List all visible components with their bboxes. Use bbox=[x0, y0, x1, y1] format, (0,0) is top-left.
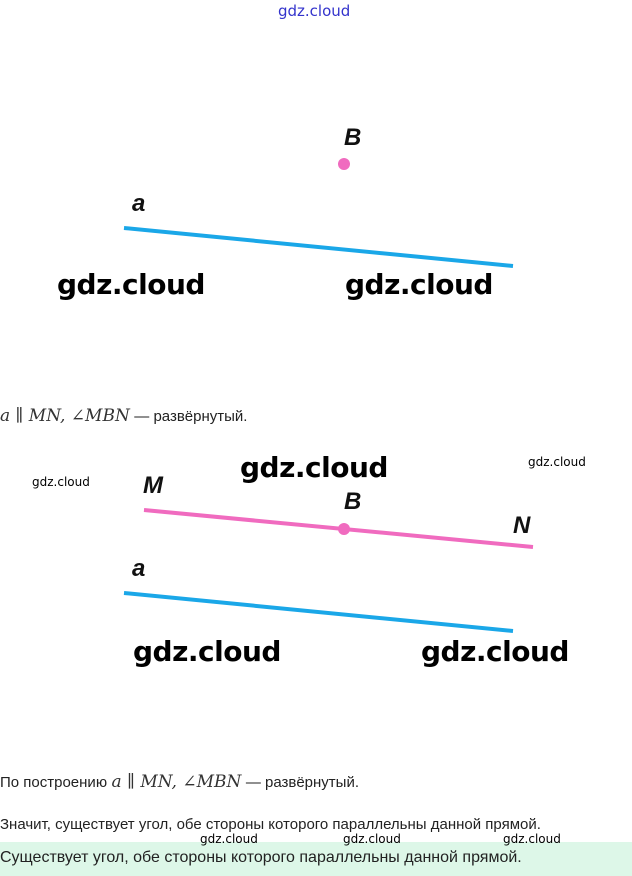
watermark: gdz.cloud bbox=[240, 451, 388, 484]
watermark: gdz.cloud bbox=[133, 635, 281, 668]
label-a-2: a bbox=[132, 555, 146, 582]
statement-2-prefix: По построению bbox=[0, 774, 108, 791]
conclusion: Значит, существует угол, обе стороны кот… bbox=[0, 816, 541, 833]
label-b-1: B bbox=[344, 124, 362, 151]
line-a-2 bbox=[123, 591, 514, 633]
statement-1: a ∥ MN, ∠MBN — развёрнутый. bbox=[0, 406, 247, 426]
watermark-top: gdz.cloud bbox=[278, 2, 351, 20]
answer-box: Существует угол, обе стороны которого па… bbox=[0, 842, 632, 876]
statement-2-math: a ∥ MN, ∠MBN bbox=[111, 772, 242, 792]
watermark: gdz.cloud bbox=[32, 475, 90, 489]
point-b-1 bbox=[338, 158, 350, 170]
statement-1-text: — развёрнутый. bbox=[134, 408, 248, 425]
watermark: gdz.cloud bbox=[503, 832, 561, 846]
point-b-2 bbox=[338, 523, 350, 535]
label-a-1: a bbox=[132, 190, 146, 217]
statement-2: По построению a ∥ MN, ∠MBN — развёрнутый… bbox=[0, 772, 359, 792]
watermark: gdz.cloud bbox=[528, 455, 586, 469]
watermark: gdz.cloud bbox=[200, 832, 258, 846]
line-a-1 bbox=[123, 226, 514, 268]
watermark: gdz.cloud bbox=[343, 832, 401, 846]
watermark: gdz.cloud bbox=[421, 635, 569, 668]
label-b-2: B bbox=[344, 488, 362, 515]
statement-2-text: — развёрнутый. bbox=[245, 774, 360, 791]
label-n: N bbox=[513, 512, 531, 539]
answer-text: Существует угол, обе стороны которого па… bbox=[0, 849, 522, 866]
watermark: gdz.cloud bbox=[57, 268, 205, 301]
label-m: M bbox=[143, 472, 163, 499]
statement-1-math: a ∥ MN, ∠MBN bbox=[0, 406, 130, 426]
watermark: gdz.cloud bbox=[345, 268, 493, 301]
